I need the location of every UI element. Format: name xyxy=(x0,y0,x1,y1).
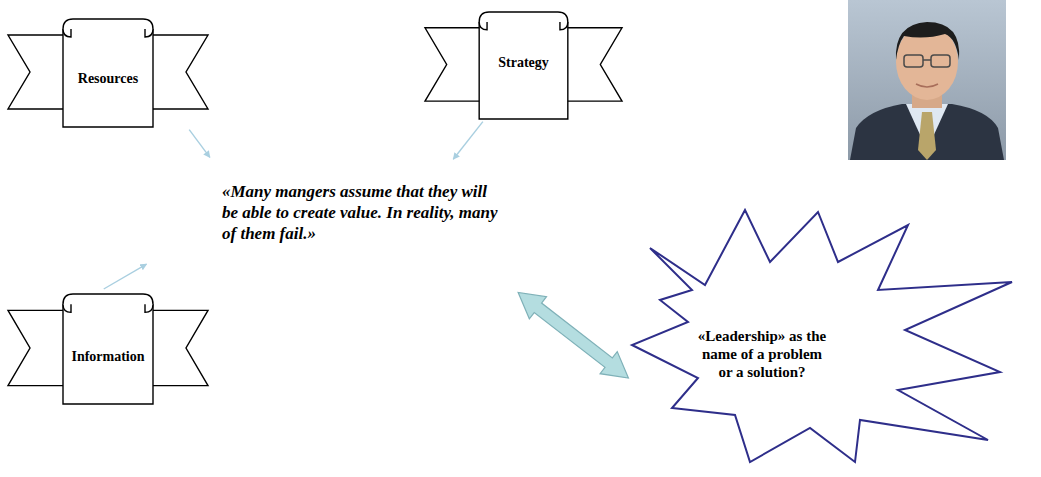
hair xyxy=(896,22,959,60)
starburst-callout: «Leadership» as the name of a problem or… xyxy=(630,205,1020,465)
starburst-shape xyxy=(632,210,1012,462)
text-box: Information xyxy=(63,349,153,365)
connector-arrow xyxy=(189,130,210,158)
callout-text: «Leadership» as the name of a problem or… xyxy=(694,327,830,381)
quote-block: «Many mangers assume that they will be a… xyxy=(150,175,515,290)
text-box: «Leadership» as the name of a problem or… xyxy=(694,327,830,381)
connector-arrow xyxy=(453,122,483,160)
banner-body xyxy=(63,294,153,404)
banner-body xyxy=(63,19,153,127)
banner-label: Resources xyxy=(63,71,153,87)
glasses-lens xyxy=(904,55,923,67)
scroll-banner: Strategy xyxy=(425,8,622,120)
banner-curl xyxy=(145,304,153,312)
suit xyxy=(850,104,1004,160)
quote-text: «Many mangers assume that they will be a… xyxy=(222,181,506,244)
glasses-bridge xyxy=(923,59,931,61)
banner-curl xyxy=(479,22,487,30)
banner-body xyxy=(479,12,568,119)
banner-label: Information xyxy=(63,349,153,365)
scroll-banner: Resources xyxy=(8,15,208,128)
tie xyxy=(918,112,936,160)
text-box: Resources xyxy=(63,71,153,87)
scroll-banner: Information xyxy=(8,290,208,405)
double-block-arrow xyxy=(518,292,628,378)
text-box: Strategy xyxy=(479,55,568,71)
banner-curl xyxy=(63,304,71,312)
banner-outline xyxy=(8,290,208,405)
connector-arrow xyxy=(104,264,147,289)
mouth xyxy=(916,84,938,87)
portrait-photo xyxy=(848,0,1006,160)
banner-curl xyxy=(145,29,153,37)
banner-curl xyxy=(560,22,568,30)
photo-background xyxy=(848,0,1006,160)
text-box: «Many mangers assume that they will be a… xyxy=(222,181,506,244)
glasses-lens xyxy=(931,55,950,67)
banner-curl xyxy=(63,29,71,37)
banner-label: Strategy xyxy=(479,55,568,71)
